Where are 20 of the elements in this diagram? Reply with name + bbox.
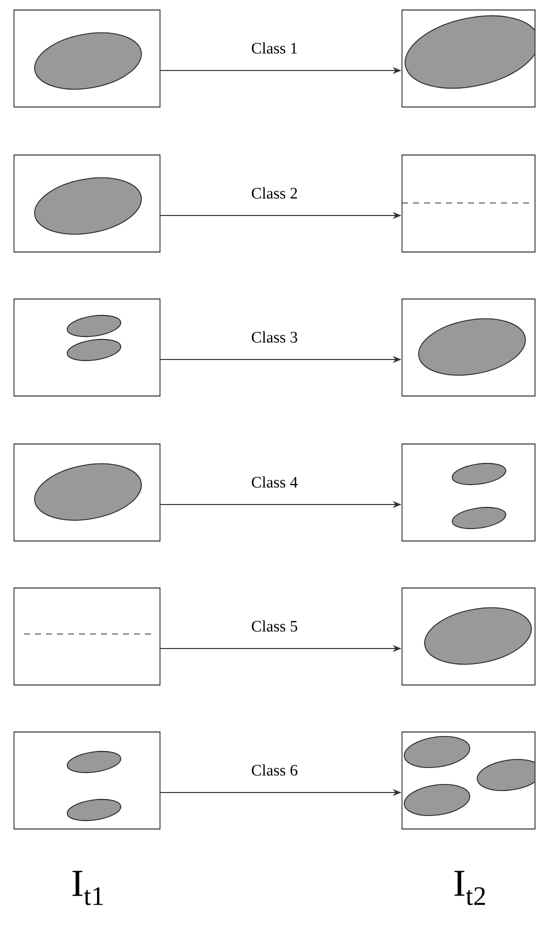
edge-label: Class 2 <box>250 186 299 200</box>
image-frame <box>14 10 160 108</box>
image-frame <box>14 298 160 396</box>
edge-label: Class 3 <box>250 330 299 344</box>
axis-label: I$_{t2}$ <box>454 870 485 906</box>
edge-label: Class 5 <box>250 619 299 633</box>
image-frame <box>14 444 160 542</box>
edge-label: Class 4 <box>250 475 299 489</box>
edge-label: Class 1 <box>250 41 299 55</box>
image-frame <box>402 588 536 686</box>
axis-label: I$_{t1}$ <box>72 870 103 906</box>
image-frame <box>14 732 160 830</box>
image-frame <box>402 10 536 108</box>
image-frame <box>402 298 536 396</box>
edge-label: Class 6 <box>250 763 299 777</box>
image-frame <box>402 732 536 830</box>
image-frame <box>402 444 536 542</box>
image-frame <box>14 154 160 252</box>
image-frame <box>14 588 160 686</box>
image-frame <box>402 154 536 252</box>
